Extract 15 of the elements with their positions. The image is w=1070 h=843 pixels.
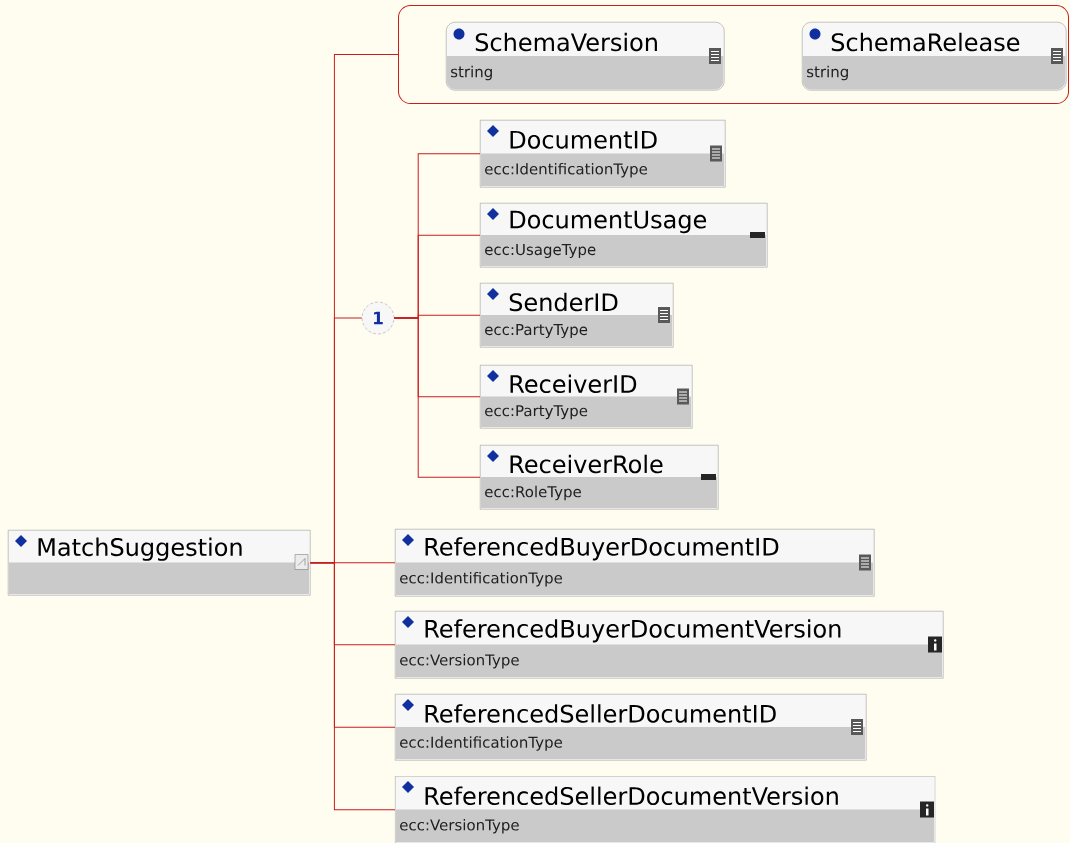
element-box: ReferencedBuyerDocumentVersion ecc:VersionType: [395, 611, 944, 679]
element-box: DocumentID ecc:IdentificationType: [480, 120, 726, 188]
element-box: SenderID ecc:PartyType: [480, 283, 674, 348]
element-box: ReceiverRole ecc:RoleType: [480, 445, 719, 510]
element-box: ReferencedSellerDocumentVersion ecc:VersionType: [395, 776, 936, 843]
connector-line: [393, 317, 481, 478]
element-box: MatchSuggestion: [8, 530, 311, 596]
element-box: ReferencedSellerDocumentID ecc:IdentificationType: [395, 694, 867, 761]
element-box: ReferencedBuyerDocumentID ecc:IdentificationType: [395, 529, 875, 597]
element-box: SchemaVersion string: [446, 22, 725, 91]
element-box: ReceiverID ecc:PartyType: [480, 365, 693, 429]
element-box: DocumentUsage ecc:UsageType: [480, 203, 768, 268]
connector-line: [309, 562, 396, 811]
attribute-group-box: [398, 5, 1069, 104]
element-box: SchemaRelease string: [802, 22, 1067, 91]
